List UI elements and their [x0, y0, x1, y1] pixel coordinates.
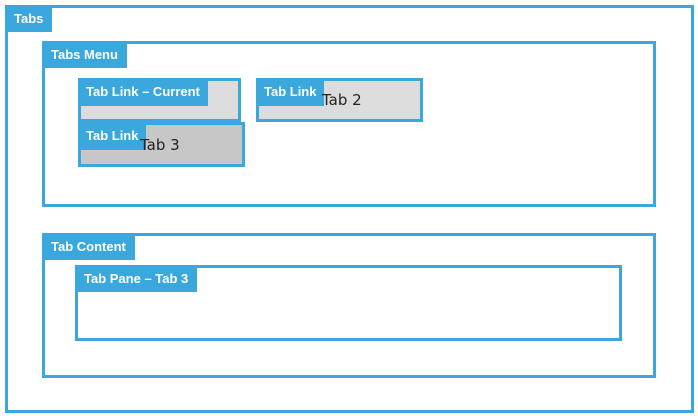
- tab-link-tab-2-label: Tab Link: [256, 78, 325, 106]
- tabs-container: Tabs Tabs Menu Tab Link – Current Tab Li…: [5, 5, 694, 413]
- tabs-label: Tabs: [5, 5, 53, 32]
- tab-content: Tab Content Tab Pane – Tab 3: [42, 233, 656, 378]
- tabs-menu: Tabs Menu Tab Link – Current Tab Link Ta…: [42, 41, 656, 207]
- tab-pane-tab-3: Tab Pane – Tab 3: [75, 265, 622, 341]
- tab-content-label: Tab Content: [42, 233, 135, 260]
- tab-link-tab-2[interactable]: Tab Link Tab 2: [256, 78, 423, 122]
- tab-link-current-label: Tab Link – Current: [78, 78, 208, 106]
- tabs-menu-label: Tabs Menu: [42, 41, 127, 68]
- tab-3-text: Tab 3: [140, 136, 180, 154]
- tab-pane-label: Tab Pane – Tab 3: [75, 265, 198, 292]
- tab-2-text: Tab 2: [322, 91, 362, 109]
- tab-link-tab-3[interactable]: Tab Link Tab 3: [78, 122, 245, 167]
- tab-link-tab-3-label: Tab Link: [78, 122, 147, 150]
- tab-link-current[interactable]: Tab Link – Current: [78, 78, 241, 122]
